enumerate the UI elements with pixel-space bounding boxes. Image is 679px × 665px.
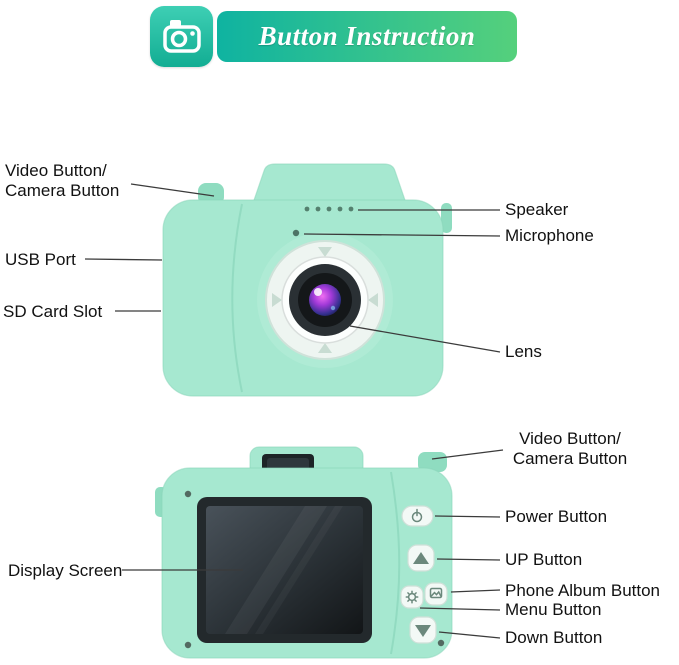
camera-back-view [155, 446, 453, 659]
gear-icon [405, 590, 419, 604]
lens-iris [309, 284, 341, 316]
camera-icon [162, 19, 201, 53]
photo-album-button [424, 582, 448, 606]
label-down-button: Down Button [505, 628, 603, 647]
up-arrow-icon [413, 552, 429, 564]
camera-badge [150, 6, 213, 67]
label-back-video-camera-button: Video Button/ Camera Button [512, 429, 628, 468]
photo-icon [429, 587, 443, 599]
label-display-screen: Display Screen [8, 561, 123, 580]
power-button [401, 505, 434, 527]
front-top-hump [251, 163, 408, 207]
label-front-video-camera-button: Video Button/ Camera Button [5, 161, 120, 200]
down-button [409, 616, 437, 644]
page-title: Button Instruction [258, 21, 476, 51]
label-usb-port: USB Port [5, 250, 76, 269]
screw [184, 490, 192, 498]
label-lens: Lens [505, 342, 542, 361]
label-sd-card-slot: SD Card Slot [3, 302, 103, 321]
label-speaker: Speaker [505, 200, 569, 219]
lens [257, 232, 393, 368]
down-arrow-icon [415, 625, 431, 637]
microphone-dot [292, 229, 300, 237]
header-banner: Button Instruction [217, 11, 517, 62]
label-power-button: Power Button [505, 507, 608, 526]
front-grip-seam [231, 203, 243, 393]
callout-line-usb-port [84, 258, 163, 261]
screw [437, 639, 445, 647]
screw [184, 641, 192, 649]
label-menu-button: Menu Button [505, 600, 602, 619]
speaker-dots [304, 206, 354, 212]
menu-button [400, 585, 424, 609]
camera-front-view [162, 163, 452, 397]
label-phone-album-button: Phone Album Button [505, 581, 661, 600]
lens-ring-notches [272, 247, 378, 353]
label-up-button: UP Button [505, 550, 583, 569]
back-seam [390, 471, 401, 655]
label-microphone: Microphone [505, 226, 594, 245]
display-screen [197, 497, 372, 643]
up-button [407, 544, 435, 572]
